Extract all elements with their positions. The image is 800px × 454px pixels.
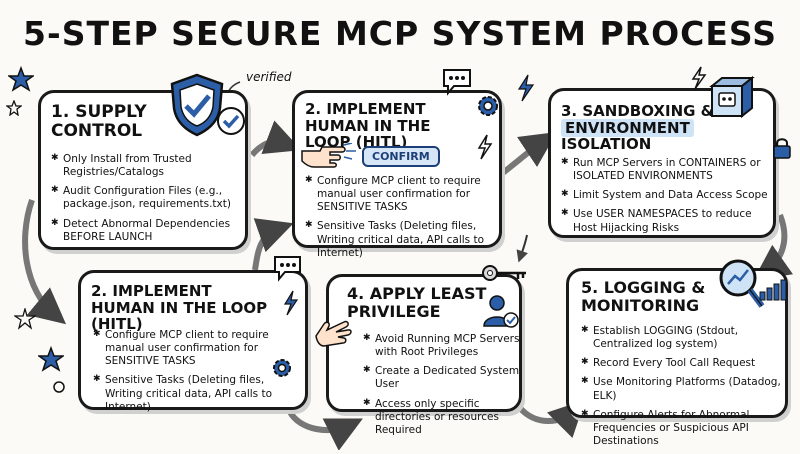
list-item: Configure MCP client to require manual u… — [305, 175, 498, 214]
step-2-card: 2. IMPLEMENT HUMAN IN THE LOOP (HITL) Co… — [292, 90, 502, 259]
list-item: Configure MCP client to require manual u… — [93, 329, 293, 368]
magnifier-chart-icon — [719, 259, 765, 308]
confirm-button: CONFIRM — [362, 146, 440, 167]
list-item: Access only specific directories or reso… — [363, 398, 521, 437]
speech-bubble-icon — [443, 69, 471, 96]
list-item: Use Monitoring Platforms (Datadog, ELK) — [581, 376, 787, 402]
curved-arrow-icon — [498, 132, 557, 178]
curved-arrow-icon — [249, 120, 302, 158]
list-item: Sensitive Tasks (Deleting files, Writing… — [305, 220, 498, 259]
step-2-repeat-card: 2. IMPLEMENT HUMAN IN THE LOOP (HITL) Co… — [78, 270, 308, 413]
star-icon — [14, 308, 36, 330]
step-3-card: 3. SANDBOXING & ENVIRONMENT ISOLATION Ru… — [548, 88, 776, 238]
step-3-heading-post: ISOLATION — [561, 135, 652, 153]
step-4-card: 4. APPLY LEAST PRIVILEGE Avoid Running M… — [326, 274, 522, 436]
key-icon — [482, 265, 526, 281]
list-item: Sensitive Tasks (Deleting files, Writing… — [93, 374, 293, 413]
list-item: Run MCP Servers in CONTAINERS or ISOLATE… — [561, 157, 773, 183]
user-shield-icon — [483, 295, 519, 328]
list-item: Only Install from Trusted Registries/Cat… — [51, 153, 241, 179]
hand-pointer-icon — [301, 143, 356, 168]
star-icon — [8, 66, 34, 92]
lightning-icon — [477, 134, 493, 160]
star-icon — [38, 346, 64, 372]
step-5-heading: 5. LOGGING & MONITORING — [581, 278, 706, 315]
step-3-heading: 3. SANDBOXING & ENVIRONMENT ISOLATION — [561, 103, 771, 153]
list-item: Record Every Tool Call Request — [581, 357, 787, 370]
list-item: Create a Dedicated System User — [363, 365, 521, 391]
curved-arrow-icon — [287, 410, 363, 450]
list-item: Limit System and Data Access Scope — [561, 189, 773, 202]
list-item: Establish LOGGING (Stdout, Centralized l… — [581, 325, 787, 351]
curved-arrow-icon — [516, 234, 528, 263]
step-3-heading-pre: 3. SANDBOXING & — [561, 102, 714, 120]
lightning-icon — [691, 66, 707, 90]
shield-icon — [170, 73, 224, 137]
bar-chart-icon — [759, 279, 787, 301]
gear-icon — [478, 96, 498, 116]
list-item: Avoid Running MCP Servers with Root Priv… — [363, 333, 521, 359]
robot-box-icon — [709, 75, 755, 119]
speech-bubble-icon — [274, 256, 301, 282]
lightning-icon — [283, 290, 299, 316]
step-4-heading: 4. APPLY LEAST PRIVILEGE — [347, 284, 487, 321]
circle-decoration — [53, 381, 65, 393]
hand-pointer-icon — [315, 320, 352, 347]
star-icon — [6, 100, 22, 116]
list-item: Configure Alerts for Abnormal Frequencie… — [581, 409, 787, 448]
list-item: Detect Abnormal Dependencies BEFORE LAUN… — [51, 218, 241, 244]
lightning-icon — [517, 74, 535, 102]
gear-icon — [273, 359, 291, 377]
padlock-icon — [773, 138, 791, 159]
checkmark-icon — [217, 107, 245, 135]
verified-label: verified — [246, 70, 292, 84]
step-1-heading: 1. SUPPLY CONTROL — [51, 102, 147, 141]
step-3-heading-highlight: ENVIRONMENT — [561, 118, 694, 137]
list-item: Use USER NAMESPACES to reduce Host Hijac… — [561, 208, 773, 234]
list-item: Audit Configuration Files (e.g., package… — [51, 185, 241, 211]
page-title: 5-STEP SECURE MCP SYSTEM PROCESS — [23, 14, 777, 53]
curved-arrow-icon — [517, 399, 586, 438]
step-2-repeat-heading: 2. IMPLEMENT HUMAN IN THE LOOP (HITL) — [91, 282, 268, 333]
